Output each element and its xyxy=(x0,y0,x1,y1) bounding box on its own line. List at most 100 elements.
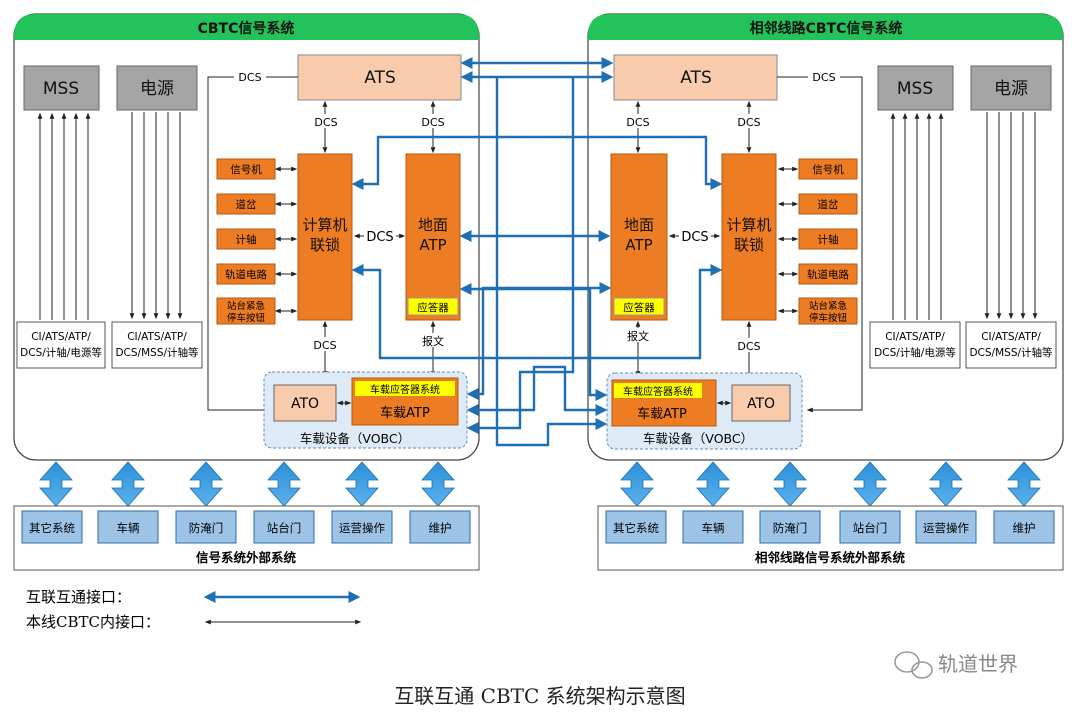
right-dcs-label-ats: DCS xyxy=(812,71,835,84)
right-ground-atp-label-1: 地面 xyxy=(624,216,654,234)
left-ato-label: ATO xyxy=(291,396,319,412)
right-transponder-label: 应答器 xyxy=(623,301,655,314)
right-field-device-2: 计轴 xyxy=(818,233,839,246)
right-telegram-bg xyxy=(622,328,654,342)
left-vobc-label: 车载设备（VOBC） xyxy=(300,431,410,446)
right-external-item-0: 其它系统 xyxy=(613,521,659,535)
right-dcs-bg xyxy=(808,69,840,83)
left-ats-box xyxy=(297,54,462,101)
left-power-note-box xyxy=(111,321,203,369)
right-interlocking-label-1: 计算机 xyxy=(726,216,771,234)
left-big-arrow-2 xyxy=(189,461,223,507)
left-dcs-label-vobc: DCS xyxy=(313,339,336,352)
right-dcs-bg-4 xyxy=(679,228,711,244)
right-mss-note-2: DCS/计轴/电源等 xyxy=(874,346,956,359)
right-interlocking-box xyxy=(721,153,777,321)
left-field-devices: 信号机 道岔 计轴 轨道电路 站台紧急 停车按钮 xyxy=(216,158,298,325)
right-system: 相邻线路CBTC信号系统 ATS DCS MSS 电源 CI/ATS/ATP/ … xyxy=(587,13,1064,461)
right-vobc-label: 车载设备（VOBC） xyxy=(643,431,753,446)
left-external-item-5: 维护 xyxy=(429,521,452,535)
legend-internal-label: 本线CBTC内接口： xyxy=(26,613,160,631)
left-dcs-label-ci: DCS xyxy=(314,116,337,129)
left-power-note-2: DCS/MSS/计轴等 xyxy=(115,346,199,359)
left-mss-note-1: CI/ATS/ATP/ xyxy=(31,331,91,343)
right-dcs-label-ci: DCS xyxy=(737,116,760,129)
left-dcs-label-atp: DCS xyxy=(421,116,444,129)
left-field-device-2: 计轴 xyxy=(236,233,257,246)
left-field-device-3: 轨道电路 xyxy=(225,268,267,281)
left-power-label: 电源 xyxy=(140,79,174,99)
left-interlocking-box xyxy=(297,153,353,321)
right-mss-arrows xyxy=(890,112,944,320)
left-mss-note-2: DCS/计轴/电源等 xyxy=(20,346,102,359)
left-onboard-transponder-label: 车载应答器系统 xyxy=(370,383,440,396)
interop-lines xyxy=(351,57,723,447)
left-field-device-1: 道岔 xyxy=(236,198,257,211)
right-ground-atp-label-2: ATP xyxy=(625,236,652,254)
right-dcs-bg-5 xyxy=(733,338,765,352)
left-dcs-bg-2 xyxy=(310,114,342,128)
left-esb-label-2: 停车按钮 xyxy=(227,312,266,324)
right-external-item-2: 防淹门 xyxy=(773,521,808,535)
figure-caption: 互联互通 CBTC 系统架构示意图 xyxy=(394,684,685,708)
left-dcs-bg xyxy=(234,69,266,83)
left-mss-box xyxy=(23,65,100,111)
right-external-systems: 其它系统 车辆 防淹门 站台门 运营操作 维护 相邻线路信号系统外部系统 xyxy=(597,505,1064,571)
left-big-arrow-3 xyxy=(267,461,301,507)
right-big-arrow-3 xyxy=(853,461,887,507)
right-power-note-1: CI/ATS/ATP/ xyxy=(981,331,1041,343)
left-external-item-2: 防淹门 xyxy=(189,521,224,535)
left-dcs-bg-4 xyxy=(364,228,396,244)
left-telegram-bg xyxy=(417,333,449,347)
right-field-device-3: 轨道电路 xyxy=(807,268,849,281)
left-external-title: 信号系统外部系统 xyxy=(196,550,297,565)
right-external-item-5: 维护 xyxy=(1013,521,1036,535)
external-link-arrows xyxy=(39,461,1041,507)
left-mss-note-box xyxy=(16,321,106,369)
right-system-title: 相邻线路CBTC信号系统 xyxy=(750,20,903,37)
right-ato-label: ATO xyxy=(747,396,775,412)
left-power-box xyxy=(116,65,198,111)
right-big-arrow-2 xyxy=(773,461,807,507)
right-field-devices: 信号机 道岔 计轴 轨道电路 站台紧急 停车按钮 xyxy=(777,158,858,325)
right-esb-label-2: 停车按钮 xyxy=(809,312,848,324)
left-transponder-box xyxy=(407,297,459,316)
left-big-arrow-5 xyxy=(421,461,455,507)
left-dcs-label-ats: DCS xyxy=(238,71,261,84)
left-ground-atp-label-1: 地面 xyxy=(418,216,448,234)
left-external-item-0: 其它系统 xyxy=(29,521,75,535)
right-onboard-transponder-box xyxy=(614,383,702,398)
right-power-label: 电源 xyxy=(994,79,1028,99)
right-mss-box xyxy=(877,65,954,111)
right-power-arrows xyxy=(984,112,1038,320)
left-ground-atp-label-2: ATP xyxy=(419,236,446,254)
left-system-header xyxy=(14,14,479,40)
right-dcs-label-vobc: DCS xyxy=(737,340,760,353)
right-ats-label: ATS xyxy=(680,68,712,88)
left-mss-arrows xyxy=(37,112,91,320)
right-external-title: 相邻线路信号系统外部系统 xyxy=(755,550,906,565)
right-ato-box xyxy=(731,384,791,422)
right-big-arrow-5 xyxy=(1007,461,1041,507)
left-telegram-label: 报文 xyxy=(422,334,444,348)
left-system: CBTC信号系统 MSS 电源 CI/ATS/ATP/ DCS/计轴/电源等 C… xyxy=(13,13,480,461)
left-onboard-atp-label: 车载ATP xyxy=(380,405,430,421)
right-dcs-label-mid: DCS xyxy=(681,230,708,245)
left-external-item-3: 站台门 xyxy=(267,521,302,535)
right-big-arrow-1 xyxy=(696,461,730,507)
left-power-arrows xyxy=(129,112,183,320)
right-dcs-label-atp: DCS xyxy=(626,116,649,129)
left-transponder-label: 应答器 xyxy=(417,301,449,314)
right-big-arrow-0 xyxy=(620,461,654,507)
left-power-note-1: CI/ATS/ATP/ xyxy=(127,331,187,343)
left-onboard-transponder-box xyxy=(355,381,455,396)
right-big-arrow-4 xyxy=(929,461,963,507)
watermark: 轨道世界 xyxy=(894,651,1018,679)
right-onboard-atp-label: 车载ATP xyxy=(637,406,687,422)
legend: 互联互通接口： 本线CBTC内接口： xyxy=(26,588,362,631)
right-ats-box xyxy=(613,54,778,101)
right-external-item-4: 运营操作 xyxy=(923,521,969,535)
left-ato-box xyxy=(273,384,337,422)
left-external-item-4: 运营操作 xyxy=(339,521,385,535)
left-big-arrow-0 xyxy=(39,461,73,507)
